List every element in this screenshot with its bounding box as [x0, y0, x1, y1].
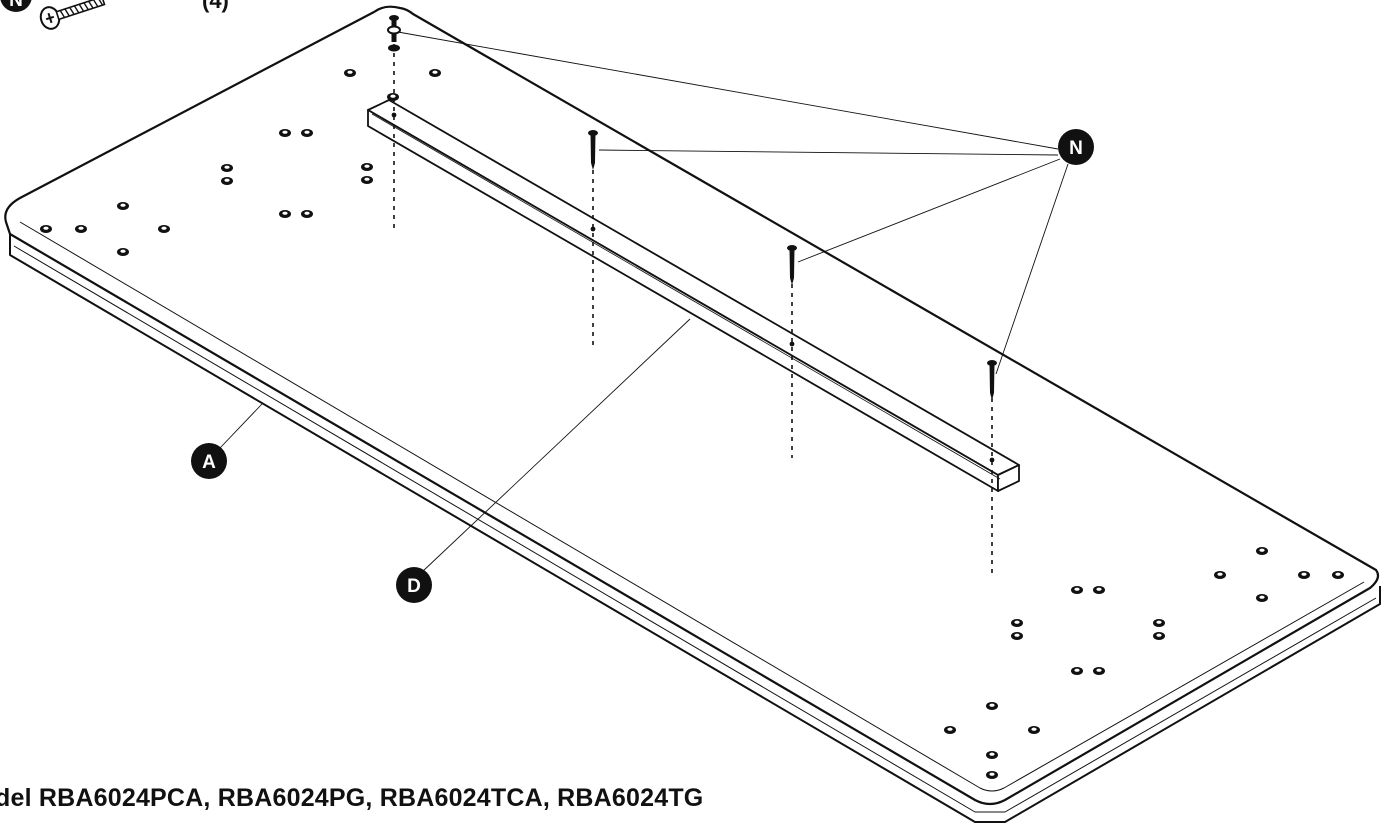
hardware-callout-label: N: [9, 0, 23, 11]
screw-2: [588, 130, 598, 170]
callout-tabletop: A: [191, 443, 227, 479]
crossbar: [367, 99, 1020, 492]
svg-text:A: A: [202, 452, 216, 473]
svg-text:D: D: [407, 576, 421, 597]
tabletop-edge-bevel: [13, 245, 1377, 813]
alignment-lines: [393, 44, 993, 574]
screw-icon: [39, 0, 106, 30]
leader-lines: [219, 31, 1069, 573]
crossbar-end-face: [997, 464, 1020, 492]
mounting-holes-right: [944, 547, 1344, 779]
callout-screw: N: [1058, 129, 1094, 165]
tabletop-top-face: [4, 5, 1380, 806]
screws: [387, 15, 997, 400]
screw-1: [387, 15, 401, 52]
screw-3: [787, 245, 797, 285]
hardware-callout-badge: [0, 0, 32, 12]
hardware-header: N (4): [0, 0, 229, 30]
tabletop-front-edge: [9, 234, 1381, 823]
screw-4: [987, 360, 997, 400]
crossbar-top-face: [367, 99, 1020, 476]
tabletop-inner-edge: [19, 221, 1365, 792]
crossbar-side-face: [367, 109, 999, 492]
svg-text:N: N: [1069, 138, 1083, 159]
mounting-holes-left: [40, 69, 441, 256]
callout-crossbar: D: [396, 567, 432, 603]
tabletop: [4, 5, 1381, 823]
model-caption: del RBA6024PCA, RBA6024PG, RBA6024TCA, R…: [0, 784, 704, 812]
hardware-quantity: (4): [202, 0, 229, 13]
